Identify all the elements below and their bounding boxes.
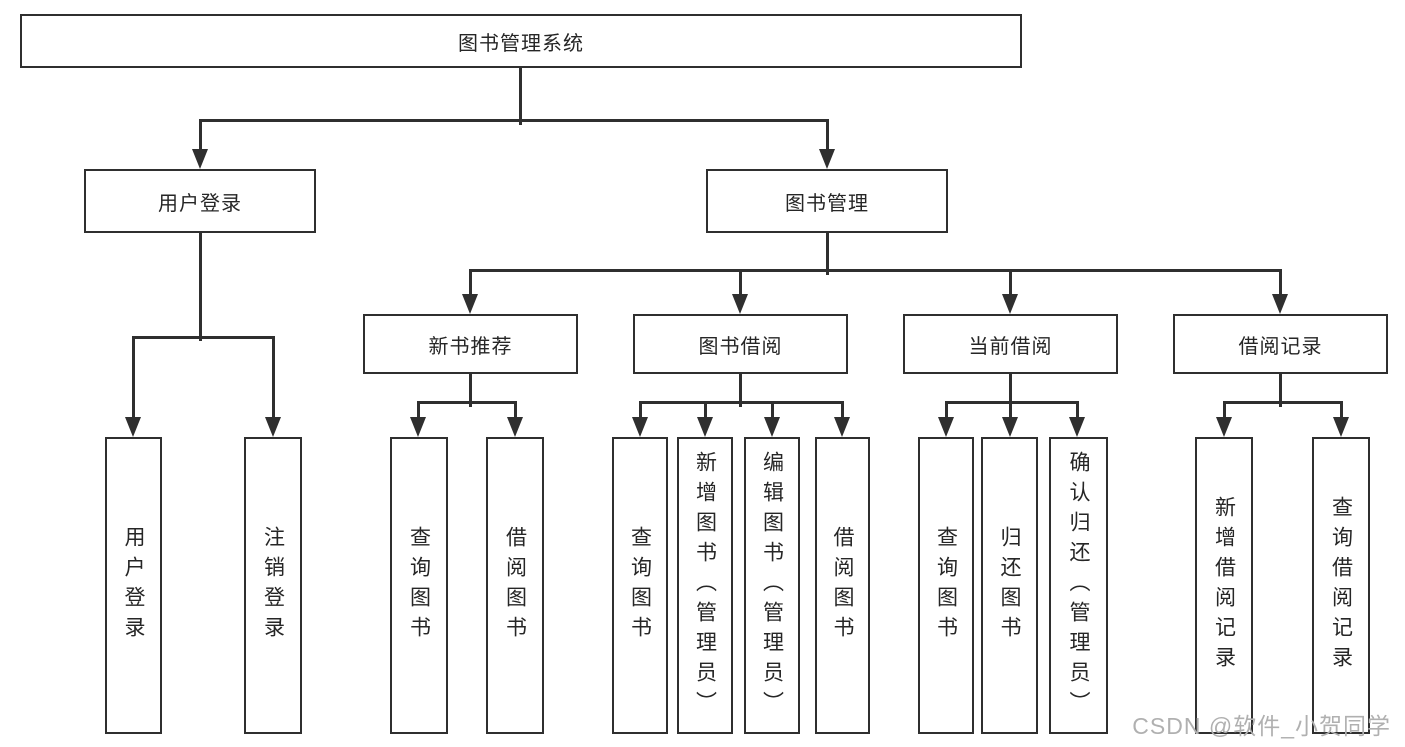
leaf-borrow-books-recommend-label: 借阅图书 [503, 525, 527, 646]
node-current-borrowing: 当前借阅 [903, 314, 1118, 374]
leaf-edit-book-admin-label: 编辑图书（管理员） [760, 450, 784, 721]
leaf-borrow-books-borrowing-label: 借阅图书 [831, 525, 854, 646]
connector-line [739, 269, 742, 295]
connector-arrowhead [697, 417, 713, 437]
connector-arrowhead [1002, 294, 1018, 314]
leaf-user-login-label: 用户登录 [122, 525, 145, 646]
connector-arrowhead [125, 417, 141, 437]
leaf-add-book-admin: 新增图书（管理员） [677, 437, 733, 734]
leaf-logout-label: 注销登录 [261, 525, 285, 646]
connector-line [417, 401, 420, 418]
connector-line [945, 401, 1078, 404]
connector-arrowhead [938, 417, 954, 437]
connector-arrowhead [834, 417, 850, 437]
leaf-add-borrow-record: 新增借阅记录 [1195, 437, 1253, 734]
connector-line [704, 401, 707, 418]
connector-line [417, 401, 516, 404]
node-book-borrowing: 图书借阅 [633, 314, 848, 374]
leaf-query-books-current-label: 查询图书 [934, 525, 958, 646]
node-user-login: 用户登录 [84, 169, 316, 233]
connector-line [841, 401, 844, 418]
leaf-query-books-borrowing-label: 查询图书 [628, 525, 652, 646]
connector-arrowhead [819, 149, 835, 169]
node-new-book-recommendation: 新书推荐 [363, 314, 578, 374]
node-root: 图书管理系统 [20, 14, 1022, 68]
connector-line [1223, 401, 1226, 418]
connector-arrowhead [462, 294, 478, 314]
connector-line [1279, 269, 1282, 295]
connector-line [132, 336, 135, 417]
connector-arrowhead [410, 417, 426, 437]
connector-arrowhead [732, 294, 748, 314]
leaf-add-book-admin-label: 新增图书（管理员） [693, 450, 717, 721]
connector-line [469, 374, 472, 407]
connector-line [1009, 401, 1012, 418]
connector-arrowhead [1216, 417, 1232, 437]
connector-arrowhead [1069, 417, 1085, 437]
leaf-borrow-books-recommend: 借阅图书 [486, 437, 544, 734]
connector-line [1279, 374, 1282, 407]
connector-line [739, 374, 742, 407]
connector-line [272, 336, 275, 417]
connector-arrowhead [764, 417, 780, 437]
leaf-return-book: 归还图书 [981, 437, 1038, 734]
connector-arrowhead [192, 149, 208, 169]
connector-line [514, 401, 517, 418]
connector-line [826, 119, 829, 150]
connector-line [199, 119, 828, 122]
node-borrowing-records: 借阅记录 [1173, 314, 1388, 374]
connector-arrowhead [632, 417, 648, 437]
connector-arrowhead [265, 417, 281, 437]
leaf-borrow-books-borrowing: 借阅图书 [815, 437, 870, 734]
connector-line [1340, 401, 1343, 418]
connector-arrowhead [1333, 417, 1349, 437]
node-book-management: 图书管理 [706, 169, 948, 233]
leaf-add-borrow-record-label: 新增借阅记录 [1212, 495, 1236, 676]
connector-line [132, 336, 275, 339]
connector-line [771, 401, 774, 418]
connector-line [1009, 374, 1012, 407]
connector-line [199, 119, 202, 150]
connector-line [1076, 401, 1079, 418]
connector-line [639, 401, 843, 404]
leaf-logout: 注销登录 [244, 437, 302, 734]
connector-arrowhead [1272, 294, 1288, 314]
leaf-return-book-label: 归还图书 [998, 525, 1021, 646]
leaf-query-borrow-record: 查询借阅记录 [1312, 437, 1370, 734]
csdn-watermark: CSDN @软件_小贺同学 [1132, 713, 1391, 739]
connector-line [945, 401, 948, 418]
leaf-query-books-recommend: 查询图书 [390, 437, 448, 734]
leaf-confirm-return-admin: 确认归还（管理员） [1049, 437, 1108, 734]
connector-arrowhead [1002, 417, 1018, 437]
connector-line [639, 401, 642, 418]
leaf-edit-book-admin: 编辑图书（管理员） [744, 437, 800, 734]
connector-line [469, 269, 472, 295]
connector-line [199, 233, 202, 341]
leaf-query-books-recommend-label: 查询图书 [407, 525, 431, 646]
connector-line [469, 269, 1282, 272]
connector-line [519, 68, 522, 125]
connector-line [1223, 401, 1342, 404]
leaf-confirm-return-admin-label: 确认归还（管理员） [1067, 450, 1090, 721]
leaf-user-login: 用户登录 [105, 437, 162, 734]
leaf-query-books-current: 查询图书 [918, 437, 974, 734]
leaf-query-books-borrowing: 查询图书 [612, 437, 668, 734]
connector-arrowhead [507, 417, 523, 437]
leaf-query-borrow-record-label: 查询借阅记录 [1329, 495, 1353, 676]
connector-line [826, 233, 829, 275]
connector-line [1009, 269, 1012, 295]
